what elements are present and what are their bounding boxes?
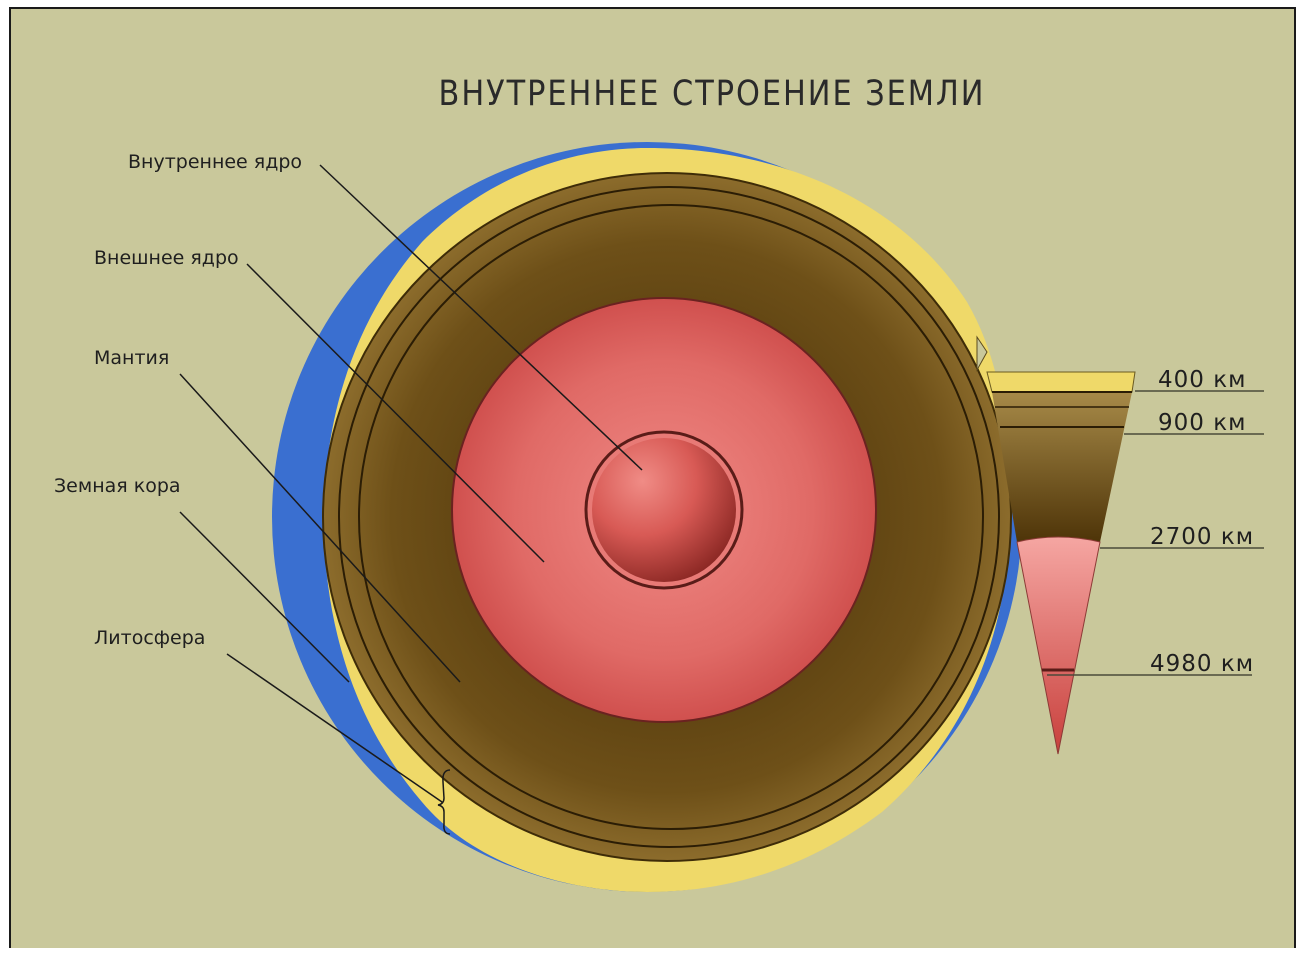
diagram-frame: 400 км 900 км 2700 км 4980 км ВНУТРЕННЕЕ…	[9, 7, 1296, 948]
depth-label-4980: 4980 км	[1150, 651, 1254, 677]
globe	[272, 142, 1022, 892]
label-crust: Земная кора	[54, 475, 181, 497]
depth-label-2700: 2700 км	[1150, 524, 1254, 550]
wedge-core	[1017, 537, 1100, 754]
label-outer-core: Внешнее ядро	[94, 247, 239, 269]
label-lithosphere: Литосфера	[94, 627, 205, 649]
label-mantle: Мантия	[94, 347, 169, 369]
label-inner-core: Внутреннее ядро	[128, 151, 302, 173]
earth-structure-diagram: 400 км 900 км 2700 км 4980 км ВНУТРЕННЕЕ…	[11, 9, 1296, 948]
inner-core	[592, 438, 736, 582]
wedge-crust	[987, 372, 1135, 392]
diagram-title: ВНУТРЕННЕЕ СТРОЕНИЕ ЗЕМЛИ	[439, 73, 986, 113]
depth-label-400: 400 км	[1158, 367, 1246, 393]
depth-label-900: 900 км	[1158, 410, 1246, 436]
